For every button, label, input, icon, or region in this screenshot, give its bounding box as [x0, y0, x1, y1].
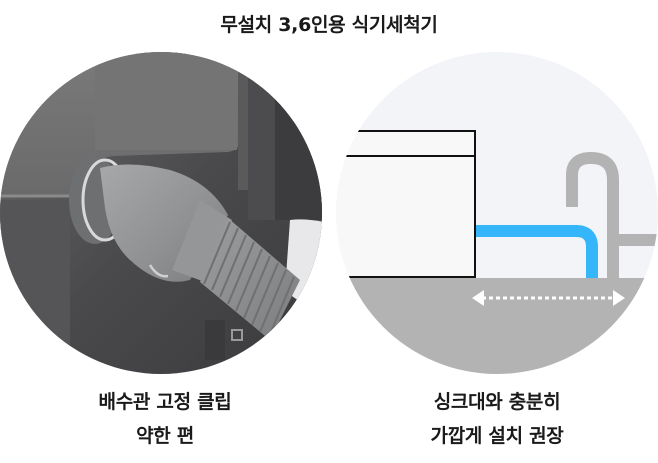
caption-line: 약한 편 [136, 425, 194, 447]
drain-hose-clip-photo [0, 52, 322, 374]
caption-sink-placement: 싱크대와 충분히 가깝게 설치 권장 [332, 385, 658, 453]
caption-line: 싱크대와 충분히 [433, 391, 561, 413]
distance-arrow-icon [472, 290, 625, 306]
page-title: 무설치 3,6인용 식기세척기 [220, 14, 438, 36]
caption-drain-clip: 배수관 고정 클립 약한 편 [0, 385, 330, 453]
dishwasher-icon [336, 130, 476, 278]
counter-surface [336, 278, 658, 374]
drain-hose-icon [476, 225, 598, 278]
caption-line: 배수관 고정 클립 [98, 391, 232, 413]
caption-line: 가깝게 설치 권장 [430, 425, 564, 447]
sink-placement-diagram [336, 52, 658, 374]
